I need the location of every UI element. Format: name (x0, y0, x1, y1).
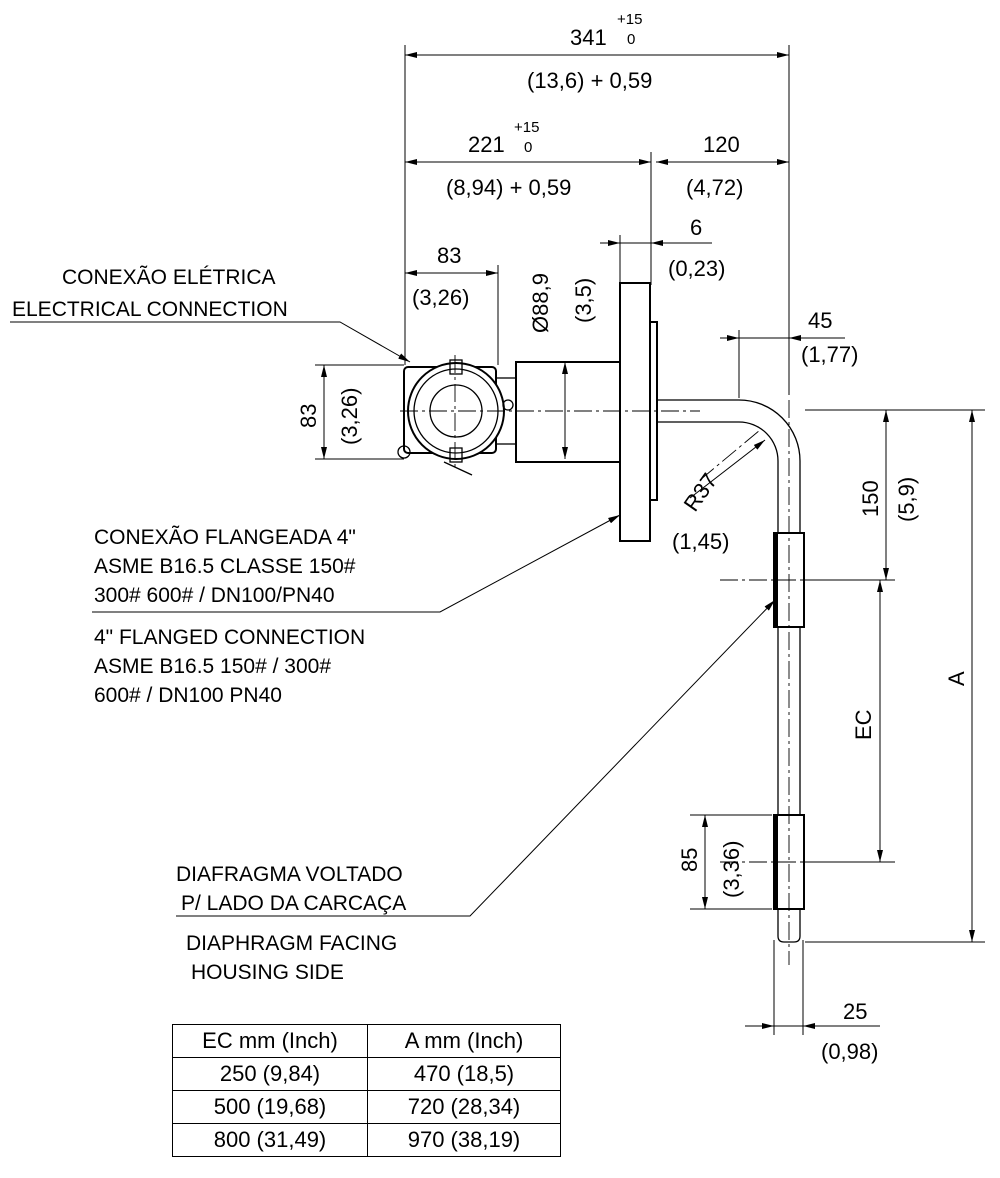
flange (619, 282, 651, 542)
dim-341-value: 341 (570, 25, 607, 50)
dim-83v-value: 83 (296, 404, 321, 428)
tube-outer (657, 399, 801, 928)
table-cell: 500 (19,68) (172, 1090, 368, 1124)
dim-88-9-value: Ø88,9 (528, 273, 553, 333)
table-header-row: EC mm (Inch) A mm (Inch) (172, 1024, 561, 1058)
dim-221-inch: (8,94) + 0,59 (446, 175, 571, 200)
dim-ec-label: EC (851, 709, 876, 740)
ec-a-table: EC mm (Inch) A mm (Inch) 250 (9,84) 470 … (172, 1024, 561, 1157)
label-flange-pt-1: CONEXÃO FLANGEADA 4" (94, 525, 356, 549)
dim-221-value: 221 (468, 132, 505, 157)
leader-flange (92, 514, 621, 613)
dim-line-r37 (689, 439, 766, 499)
dim-6-inch: (0,23) (668, 256, 725, 281)
label-diaphragm-en-1: DIAPHRAGM FACING (186, 932, 397, 955)
label-flange-pt-2: ASME B16.5 CLASSE 150# (94, 555, 356, 578)
dim-85-value: 85 (677, 848, 702, 872)
table-header-ec: EC mm (Inch) (172, 1024, 368, 1058)
label-diaphragm-pt-2: P/ LADO DA CARCAÇA (181, 892, 406, 915)
dim-341-inch: (13,6) + 0,59 (527, 68, 652, 93)
tube-tip (777, 928, 801, 943)
table-row: 250 (9,84) 470 (18,5) (172, 1057, 561, 1091)
label-electrical-en: ELECTRICAL CONNECTION (12, 298, 288, 321)
table-cell: 800 (31,49) (172, 1123, 368, 1157)
table-row: 500 (19,68) 720 (28,34) (172, 1090, 561, 1124)
label-flange-en-1: 4" FLANGED CONNECTION (94, 626, 365, 649)
dimension-lines (321, 52, 975, 1029)
dim-83h-value: 83 (437, 243, 461, 268)
dim-120-value: 120 (703, 132, 740, 157)
label-flange-en-2: ASME B16.5 150# / 300# (94, 655, 331, 678)
dim-221-tol-lower: 0 (524, 139, 532, 156)
dim-150-value: 150 (858, 480, 883, 517)
leader-lines (10, 321, 776, 917)
dim-120-inch: (4,72) (686, 175, 743, 200)
diaphragm-upper-face (774, 533, 778, 627)
table-row: 800 (31,49) 970 (38,19) (172, 1123, 561, 1157)
dim-45-inch: (1,77) (801, 342, 858, 367)
dim-85-inch: (3,36) (719, 841, 744, 898)
dim-25-value: 25 (843, 999, 867, 1024)
dim-45-value: 45 (808, 308, 832, 333)
table-cell: 470 (18,5) (367, 1057, 561, 1091)
callout-notes: CONEXÃO ELÉTRICA ELECTRICAL CONNECTION C… (12, 265, 406, 984)
dim-88-9-inch: (3,5) (571, 278, 596, 323)
dim-150-inch: (5,9) (894, 477, 919, 522)
dim-83h-inch: (3,26) (412, 285, 469, 310)
label-flange-pt-3: 300# 600# / DN100/PN40 (94, 584, 335, 607)
tube-inner (657, 421, 779, 928)
dim-221-tol-upper: +15 (514, 119, 539, 136)
diaphragm-lower-face (774, 815, 778, 909)
table-header-a: A mm (Inch) (367, 1024, 561, 1058)
table-cell: 250 (9,84) (172, 1057, 368, 1091)
dim-a-label: A (944, 671, 969, 686)
label-diaphragm-pt-1: DIAFRAGMA VOLTADO (176, 863, 403, 886)
dim-341-tol-upper: +15 (617, 11, 642, 28)
neck (515, 361, 621, 463)
leader-diaphragm (176, 599, 776, 917)
table-cell: 720 (28,34) (367, 1090, 561, 1124)
leader-electrical (10, 321, 411, 363)
label-electrical-pt: CONEXÃO ELÉTRICA (62, 265, 276, 289)
housing (397, 359, 517, 476)
table-cell: 970 (38,19) (367, 1123, 561, 1157)
dim-r37-value: R37 (679, 468, 723, 515)
dim-25-inch: (0,98) (821, 1039, 878, 1064)
dim-r37-inch: (1,45) (672, 529, 729, 554)
label-diaphragm-en-2: HOUSING SIDE (191, 961, 344, 984)
dim-83v-inch: (3,26) (337, 388, 362, 445)
dim-341-tol-lower: 0 (627, 31, 635, 48)
label-flange-en-3: 600# / DN100 PN40 (94, 684, 282, 707)
dim-6-value: 6 (690, 215, 702, 240)
